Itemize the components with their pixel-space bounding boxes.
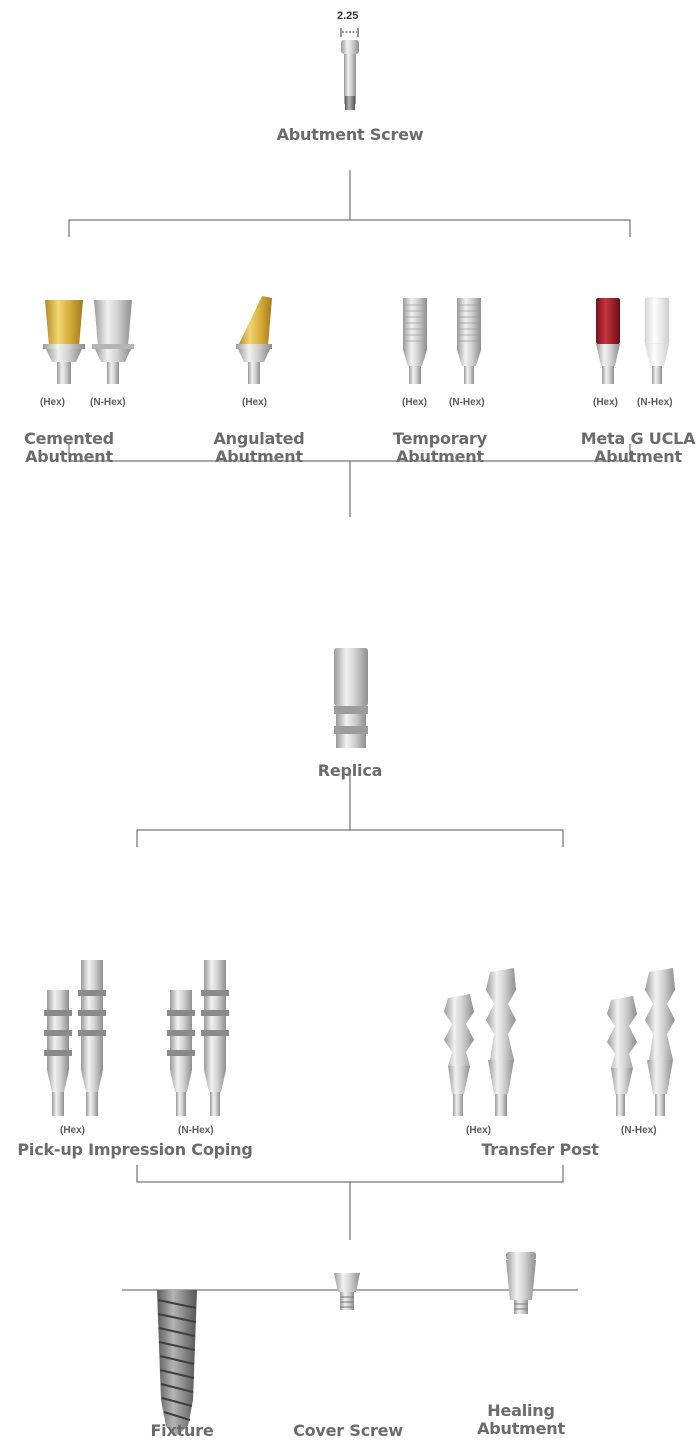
screw-dimension-label: 2.25 <box>337 10 359 22</box>
title-line-1: Meta G UCLA <box>580 429 696 448</box>
title-line-2: Abutment <box>25 447 113 466</box>
healing-abutment-image <box>506 1252 536 1314</box>
angulated-hex-tag: (Hex) <box>242 397 268 408</box>
bracket-abutments-bottom <box>68 444 631 462</box>
transfer-post-title: Transfer Post <box>481 1140 599 1159</box>
temporary-nhex-tag: (N-Hex) <box>449 397 485 408</box>
replica-image <box>334 648 368 748</box>
bracket-impression-bottom <box>136 1165 564 1183</box>
cemented-hex-tag: (Hex) <box>40 397 66 408</box>
title-line-2: Abutment <box>215 447 303 466</box>
transfer-post-nhex-short-image <box>607 996 637 1116</box>
title-line-1: Cemented <box>24 429 114 448</box>
thread-lines <box>403 304 481 342</box>
title-line-2: Abutment <box>396 447 484 466</box>
title-line-1: Temporary <box>393 429 487 448</box>
title-line-2: Abutment <box>594 447 682 466</box>
angulated-abutment-image <box>236 296 272 384</box>
transfer-post-hex-long-image <box>486 968 516 1116</box>
title-line-1: Healing <box>487 1401 555 1420</box>
transfer-post-nhex-long-image <box>645 968 675 1116</box>
fixture-title: Fixture <box>150 1421 214 1440</box>
cover-screw-title: Cover Screw <box>293 1421 403 1440</box>
ucla-nhex-tag: (N-Hex) <box>637 397 673 408</box>
pickup-coping-hex-long-image <box>78 960 106 1116</box>
transfer-hex-tag: (Hex) <box>466 1125 492 1136</box>
bracket-impression-top <box>136 829 564 847</box>
angulated-abutment-title: Angulated Abutment <box>207 430 311 466</box>
pickup-hex-tag: (Hex) <box>60 1125 86 1136</box>
cemented-nhex-tag: (N-Hex) <box>90 397 126 408</box>
cemented-abutment-nhex-image <box>92 300 134 384</box>
ucla-abutment-title: Meta G UCLA Abutment <box>578 430 698 466</box>
dimension-mark <box>340 28 359 37</box>
pickup-coping-hex-short-image <box>44 990 72 1116</box>
ucla-abutment-nhex-image <box>644 297 670 384</box>
abutment-screw-image <box>341 40 359 110</box>
title-line-1: Angulated <box>213 429 305 448</box>
pickup-impression-coping-title: Pick-up Impression Coping <box>17 1140 253 1159</box>
fixture-image <box>157 1290 197 1436</box>
cemented-abutment-title: Cemented Abutment <box>17 430 121 466</box>
temporary-hex-tag: (Hex) <box>402 397 428 408</box>
temporary-abutment-title: Temporary Abutment <box>388 430 492 466</box>
ucla-hex-tag: (Hex) <box>593 397 619 408</box>
cemented-abutment-hex-image <box>43 300 85 384</box>
pickup-coping-nhex-long-image <box>201 960 229 1116</box>
ucla-abutment-hex-image <box>596 298 620 384</box>
cover-screw-image <box>334 1273 360 1310</box>
title-line-2: Abutment <box>477 1419 565 1438</box>
abutment-screw-title: Abutment Screw <box>276 125 424 144</box>
pickup-nhex-tag: (N-Hex) <box>178 1125 214 1136</box>
bracket-abutments-top <box>68 219 631 237</box>
transfer-post-hex-short-image <box>444 994 474 1116</box>
replica-title: Replica <box>317 761 383 780</box>
transfer-nhex-tag: (N-Hex) <box>621 1125 657 1136</box>
healing-abutment-title: Healing Abutment <box>465 1402 577 1438</box>
pickup-coping-nhex-short-image <box>167 990 195 1116</box>
